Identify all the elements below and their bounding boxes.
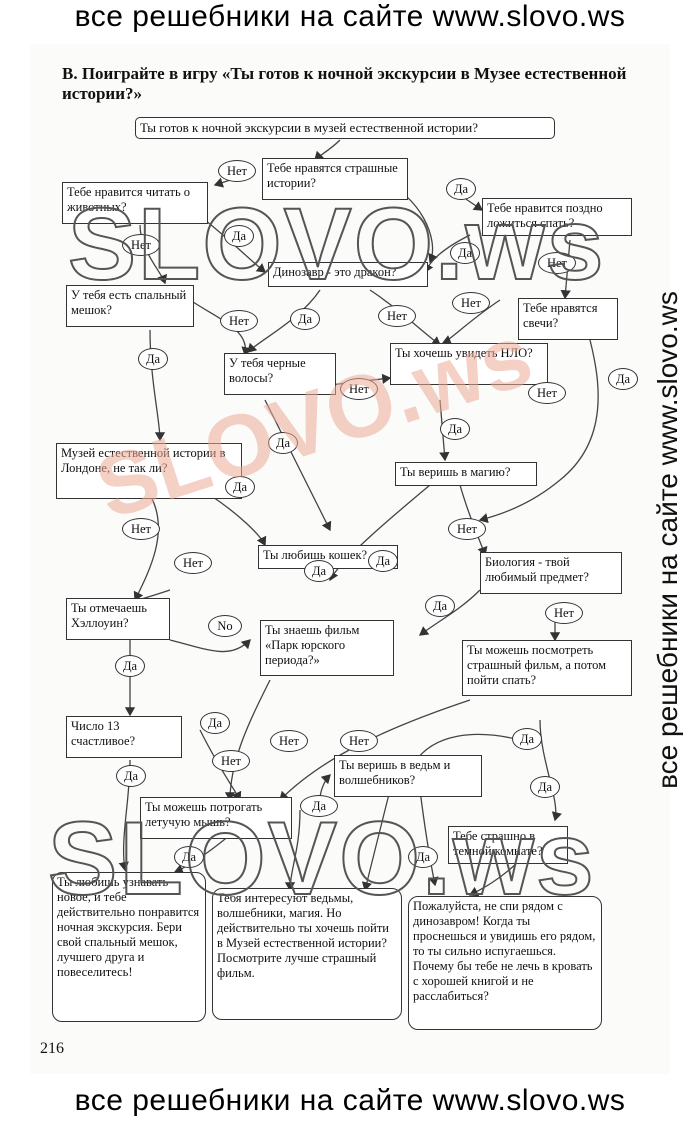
answer-oval: Да: [115, 655, 145, 677]
answer-oval: Да: [225, 476, 255, 498]
side-banner: все решебники на сайте www.slovo.ws: [652, 291, 683, 789]
answer-oval: Да: [304, 560, 334, 582]
answer-oval: Да: [530, 776, 560, 798]
answer-oval: Нет: [212, 750, 250, 772]
answer-oval: Нет: [452, 292, 490, 314]
box-bat: Ты можешь потрогать летучую мышь?: [140, 797, 292, 839]
answer-oval: Нет: [270, 730, 308, 752]
answer-oval: Да: [300, 795, 338, 817]
flowchart-title-box: Ты готов к ночной экскурсии в музей есте…: [135, 117, 555, 139]
answer-oval: Да: [408, 846, 438, 868]
box-magic: Ты веришь в магию?: [395, 462, 537, 486]
answer-oval: Да: [608, 368, 638, 390]
answer-oval: Да: [446, 178, 476, 200]
answer-oval: Нет: [220, 310, 258, 332]
box-biology: Биология - твой любимый предмет?: [480, 552, 622, 594]
box-jurassic: Ты знаешь фильм «Парк юрского периода?»: [260, 620, 394, 676]
answer-oval: Да: [440, 418, 470, 440]
answer-oval: Да: [450, 242, 480, 264]
watermark-top: SLOVO.ws: [67, 186, 606, 302]
answer-oval: Нет: [340, 378, 378, 400]
answer-oval: Да: [512, 728, 542, 750]
result-box-2: Тебя интересуют ведьмы, волшебники, маги…: [212, 888, 402, 1020]
result-box-3: Пожалуйста, не спи рядом с динозавром! К…: [408, 896, 602, 1030]
box-scary-film: Ты можешь посмотреть страшный фильм, а п…: [462, 640, 632, 696]
box-number13: Число 13 счастливое?: [66, 716, 182, 758]
answer-oval: Нет: [545, 602, 583, 624]
box-late-bed: Тебе нравится поздно ложиться спать?: [482, 198, 632, 236]
top-banner: все решебники на сайте www.slovo.ws: [74, 0, 626, 33]
answer-oval: Да: [138, 348, 168, 370]
box-witches: Ты веришь в ведьм и волшебников?: [334, 755, 482, 797]
answer-oval: Да: [174, 846, 204, 868]
answer-oval: Да: [224, 225, 254, 247]
watermark-bottom: SLOVO.ws: [47, 800, 596, 918]
answer-oval: Нет: [122, 518, 160, 540]
page-number: 216: [40, 1040, 64, 1057]
answer-oval: Нет: [174, 552, 212, 574]
exercise-heading: В. Поиграйте в игру «Ты готов к ночной э…: [62, 64, 627, 103]
result-box-1: Ты любишь узнавать новое, и тебе действи…: [52, 872, 206, 1022]
answer-oval: Нет: [378, 305, 416, 327]
box-halloween: Ты отмечаешь Хэллоуин?: [66, 598, 170, 640]
box-read-animals: Тебе нравится читать о животных?: [62, 182, 208, 224]
box-dino-dragon: Динозавр - это дракон?: [268, 262, 428, 287]
bottom-banner: все решебники на сайте www.slovo.ws: [74, 1084, 626, 1117]
answer-oval: Да: [368, 550, 398, 572]
box-black-hair: У тебя черные волосы?: [224, 353, 336, 395]
box-sleeping-bag: У тебя есть спальный мешок?: [66, 285, 194, 327]
box-dark-room: Тебе страшно в темной комнате?: [448, 826, 568, 864]
box-ufo: Ты хочешь увидеть НЛО?: [390, 343, 548, 385]
answer-oval: Нет: [448, 518, 486, 540]
answer-oval: Да: [425, 595, 455, 617]
box-scary-stories: Тебе нравятся страшные истории?: [262, 158, 408, 200]
answer-oval: Да: [200, 712, 230, 734]
answer-oval: Нет: [218, 160, 256, 182]
answer-oval: Да: [290, 308, 320, 330]
box-candles: Тебе нравятся свечи?: [518, 298, 618, 340]
box-london-museum: Музей естественной истории в Лондоне, не…: [56, 443, 242, 499]
answer-oval: Да: [268, 432, 298, 454]
answer-oval: Нет: [528, 382, 566, 404]
answer-oval: Да: [116, 765, 146, 787]
answer-oval: No: [208, 615, 242, 637]
answer-oval: Нет: [538, 252, 576, 274]
answer-oval: Нет: [340, 730, 378, 752]
answer-oval: Нет: [122, 234, 160, 256]
